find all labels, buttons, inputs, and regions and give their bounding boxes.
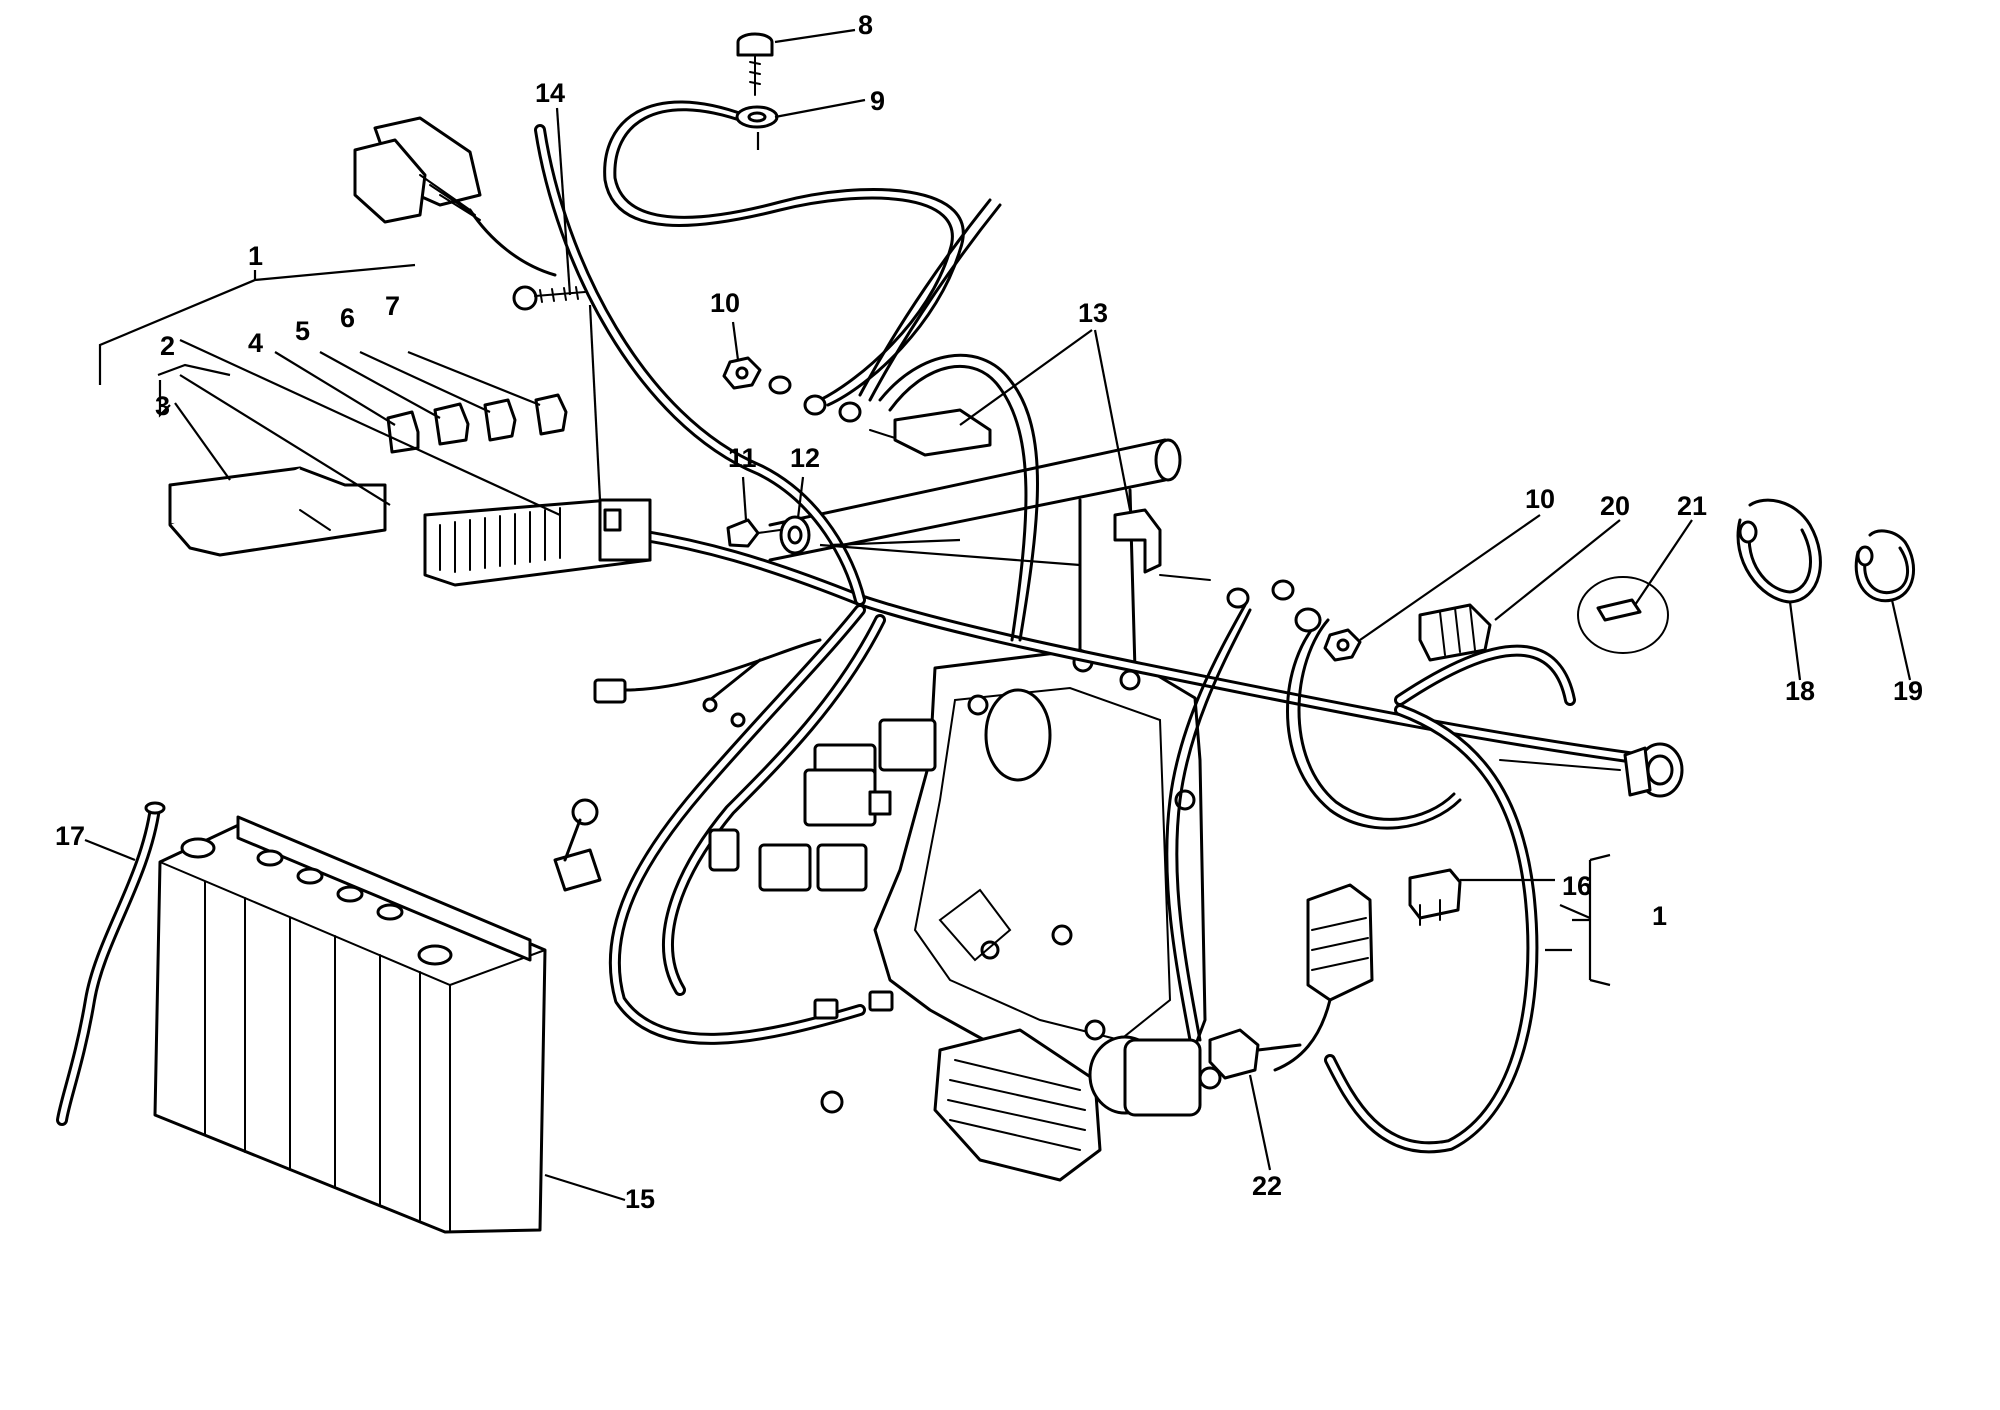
callout-22: 22 [1252,1171,1282,1201]
callout-2: 2 [160,331,175,361]
callout-5: 5 [295,316,310,346]
small-connectors [593,638,894,1020]
main-wiring-harness [534,124,1656,1154]
leader-lines [84,28,1912,1202]
callout-19: 19 [1893,676,1923,706]
ring-terminals [768,375,1322,1114]
clip-19 [1854,529,1916,603]
callout-20: 20 [1600,491,1630,521]
callout-1-right: 1 [1652,901,1667,931]
callout-1-top: 1 [248,241,263,271]
fuse-box-body [423,498,652,587]
spare-fuse-16 [1408,868,1462,926]
callout-13: 13 [1078,298,1108,328]
mounting-plate [873,648,1207,1102]
starter-solenoid [1088,1035,1222,1117]
callout-9: 9 [870,86,885,116]
round-connector [1623,742,1684,798]
callout-6: 6 [340,303,355,333]
frame-tube [768,438,1182,672]
plug-21-detail [1577,576,1669,654]
callout-14: 14 [535,78,565,108]
rubber-boot [553,798,602,892]
breather-hose [56,801,166,1126]
nut-10-left [722,356,762,390]
callout-12: 12 [790,443,820,473]
screw-14 [512,285,586,311]
relay-cluster [708,718,937,892]
fuse-5 [433,402,470,446]
voltage-regulator [933,1028,1102,1182]
callout-4: 4 [248,328,263,358]
callout-10-left: 10 [710,288,740,318]
screw-8 [736,32,774,96]
washer-9 [735,105,779,129]
ground-wire-right [1165,603,1462,1042]
fuse-4 [386,410,420,454]
callout-11: 11 [728,443,757,473]
fuse-box-cover [168,466,387,557]
callout-7: 7 [385,291,400,321]
connector-20 [1418,603,1492,662]
callout-21: 21 [1677,491,1707,521]
callout-10-right: 10 [1525,484,1555,514]
multi-pin-connector [353,116,557,277]
callout-15: 15 [625,1184,655,1214]
callout-17: 17 [55,821,85,851]
grommet-12 [779,515,811,555]
fuse-6 [483,398,517,442]
clip-18 [1736,498,1822,604]
fuse-holder [1273,883,1374,1072]
nut-10-right [1323,628,1362,662]
fuse-7 [534,393,568,436]
callout-3: 3 [155,391,170,421]
battery [153,815,547,1234]
bolt-11 [726,518,781,548]
callout-16: 16 [1562,871,1592,901]
bracket-13 [869,408,1211,581]
callout-labels: 1 2 3 4 5 6 7 8 9 10 10 11 12 13 14 15 1… [55,10,1923,1214]
callout-18: 18 [1785,676,1815,706]
callout-8: 8 [858,10,873,40]
earth-cable [603,100,1039,642]
connector-22 [1208,1028,1302,1080]
